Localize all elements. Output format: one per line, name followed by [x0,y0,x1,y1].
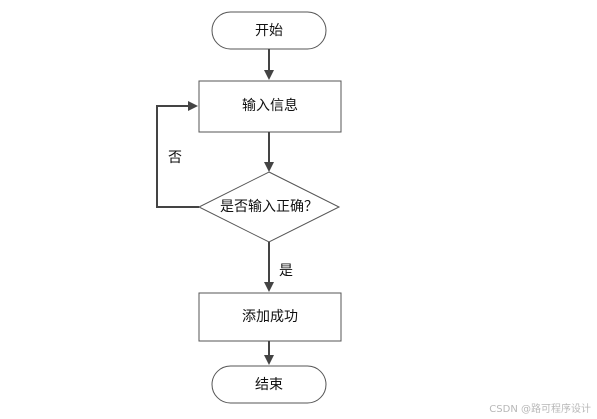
check-node-label: 是否输入正确？ [220,199,318,215]
watermark: CSDN @路可程序设计 [489,404,591,415]
input-node [198,80,342,133]
edge-yes-label: 是 [279,263,293,279]
edge-check-to-input-no [156,101,199,208]
end-node-label: 结束 [255,377,283,393]
start-node-label: 开始 [255,23,283,39]
add-node [198,292,342,342]
input-node-label: 输入信息 [242,97,298,114]
edge-no-label: 否 [168,150,182,166]
add-node-label: 添加成功 [242,309,298,325]
end-node [211,365,327,404]
